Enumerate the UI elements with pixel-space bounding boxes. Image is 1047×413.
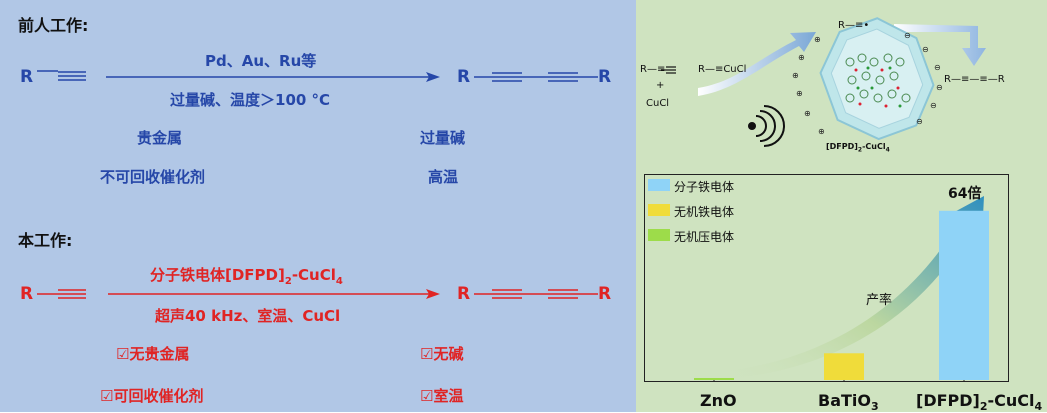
- this-catalyst-label: 分子铁电体[DFPD]2-CuCl4: [150, 266, 343, 287]
- reagent-cucl: CuCl: [646, 98, 670, 109]
- yield-arrow-label: 产率: [866, 293, 893, 308]
- svg-text:⊖: ⊖: [916, 117, 923, 126]
- svg-text:⊕: ⊕: [792, 71, 799, 80]
- bar-batio3: [824, 353, 864, 380]
- advantage-no-noble-metal: ☑无贵金属: [116, 345, 190, 363]
- svg-text:⊖: ⊖: [922, 45, 929, 54]
- reaction-scheme-panel: [0, 0, 636, 412]
- svg-text:⊕: ⊕: [804, 109, 811, 118]
- product-r-right: R: [598, 67, 612, 87]
- svg-text:⊕: ⊕: [814, 35, 821, 44]
- legend-swatch-inorganic-ferroelectric: [648, 204, 670, 216]
- svg-text:⊕: ⊕: [796, 89, 803, 98]
- legend-swatch-molecular-ferroelectric: [648, 179, 670, 191]
- output-bent-arrow: [894, 24, 986, 66]
- previous-reaction-arrow: [106, 72, 440, 82]
- legend-label-molecular-ferroelectric: 分子铁电体: [674, 180, 735, 194]
- legend-swatch-inorganic-piezoelectric: [648, 229, 670, 241]
- this-reactant-bond: [37, 289, 86, 299]
- bar-dfpd-cucl4: [939, 210, 989, 380]
- diyne-product: R—≡—≡—R: [944, 74, 1005, 85]
- reactant-r-label: R: [20, 67, 34, 87]
- crystal-label: [DFPD]2-CuCl4: [826, 142, 890, 154]
- x-tick-batio3: BaTiO3: [818, 391, 879, 413]
- this-product-r-right: R: [598, 284, 612, 304]
- reagent-copper-acetylide: R—≡CuCl: [698, 64, 747, 75]
- advantage-room-temp: ☑室温: [420, 387, 464, 405]
- previous-reactant-bond: [37, 70, 86, 81]
- previous-issue-high-temp: 高温: [428, 168, 459, 186]
- previous-work-header: 前人工作:: [18, 16, 89, 35]
- advantage-recyclable: ☑可回收催化剂: [100, 387, 204, 405]
- surface-charges: ⊕ ⊕ ⊕ ⊕ ⊕ ⊕ ⊖ ⊖ ⊖ ⊖ ⊖ ⊖: [792, 31, 943, 136]
- previous-product-bonds: [474, 72, 598, 82]
- legend-label-inorganic-ferroelectric: 无机铁电体: [674, 205, 735, 219]
- svg-text:⊕: ⊕: [818, 127, 825, 136]
- x-tick-zno: ZnO: [700, 391, 737, 410]
- x-tick-dfpd-cucl4: [DFPD]2-CuCl4: [916, 391, 1043, 413]
- legend-label-inorganic-piezoelectric: 无机压电体: [674, 230, 735, 244]
- advantage-no-base: ☑无碱: [420, 345, 464, 363]
- reagent-bonds: [661, 66, 676, 74]
- fold-increase-annotation: 64倍: [948, 186, 982, 202]
- svg-text:⊖: ⊖: [904, 31, 911, 40]
- this-product-r-left: R: [457, 284, 471, 304]
- ultrasound-icon: [748, 105, 785, 147]
- this-reactant-r: R: [20, 284, 34, 304]
- yield-bar-chart: [694, 196, 989, 382]
- svg-text:⊖: ⊖: [934, 63, 941, 72]
- previous-issue-nonrecyclable: 不可回收催化剂: [100, 168, 206, 186]
- bar-zno: [694, 378, 734, 380]
- reagent-alkyne: R—≡: [640, 64, 666, 75]
- previous-conditions-label: 过量碱、温度＞100 °C: [170, 91, 331, 109]
- this-reaction-arrow: [108, 289, 440, 299]
- this-conditions-label: 超声40 kHz、室温、CuCl: [155, 307, 341, 325]
- previous-issue-excess-base: 过量碱: [420, 129, 466, 147]
- radical-intermediate: R—≡•: [838, 20, 870, 31]
- crystal-atoms-green: [856, 66, 902, 108]
- mechanism-illustration: ⊕ ⊕ ⊕ ⊕ ⊕ ⊕ ⊖ ⊖ ⊖ ⊖ ⊖ ⊖: [661, 17, 986, 147]
- svg-text:⊖: ⊖: [930, 101, 937, 110]
- svg-text:⊕: ⊕: [798, 53, 805, 62]
- this-product-bonds: [474, 289, 598, 299]
- crystal-molecules: [845, 53, 911, 103]
- previous-catalyst-label: Pd、Au、Ru等: [205, 52, 317, 70]
- reagent-plus: +: [656, 80, 665, 91]
- crystal-atoms-red: [854, 68, 900, 108]
- svg-text:⊖: ⊖: [936, 83, 943, 92]
- previous-issue-noble-metal: 贵金属: [137, 129, 183, 147]
- reaction-arrows: [37, 70, 598, 299]
- input-curved-arrow: [698, 32, 816, 96]
- product-r-left: R: [457, 67, 471, 87]
- this-work-header: 本工作:: [18, 231, 73, 250]
